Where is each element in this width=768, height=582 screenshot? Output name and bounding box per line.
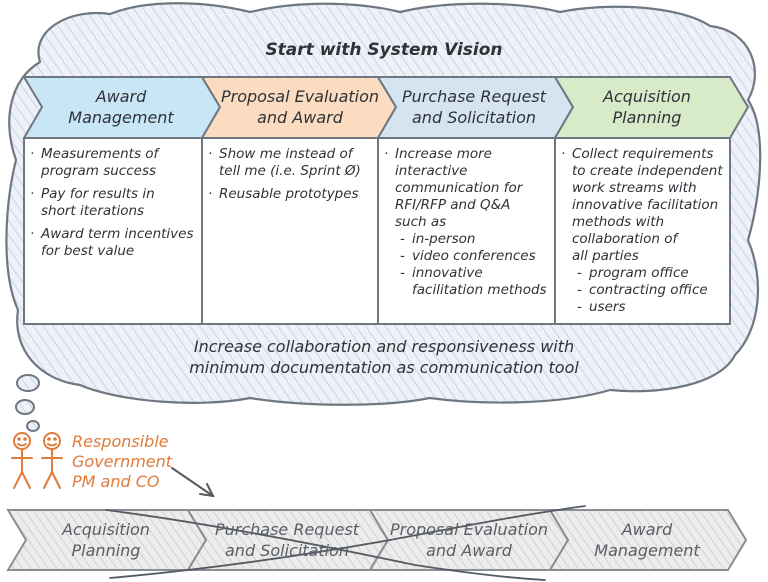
role-label: Responsible Government PM and CO (72, 432, 172, 492)
list-line: communication for (395, 180, 523, 196)
thought-bubble-medium (15, 399, 35, 415)
page-title: Start with System Vision (265, 40, 503, 60)
list-item: Pay for results in short iterations (30, 186, 200, 220)
sub-item: program office (561, 265, 729, 282)
chevron-label-proposal: Proposal Evaluation and Award (216, 86, 384, 128)
bottom-label-award: Award Management (562, 519, 732, 561)
thought-bubble-small (26, 420, 40, 432)
list-line: for best value (41, 243, 135, 259)
list-line: tell me (i.e. Sprint Ø) (219, 163, 361, 179)
list-line: short iterations (41, 203, 145, 219)
list-item: Show me instead of tell me (i.e. Sprint … (208, 146, 376, 180)
list-proposal: Show me instead of tell me (i.e. Sprint … (208, 146, 376, 209)
chevron-label-line: Proposal Evaluation (389, 520, 549, 539)
bottom-label-acquisition: Acquisition Planning (22, 519, 190, 561)
sub-item: video conferences (384, 248, 554, 265)
sub-item: innovative (384, 265, 554, 282)
arrow-icon (171, 467, 215, 498)
cloud-summary: Increase collaboration and responsivenes… (100, 336, 668, 378)
list-line: work streams with (572, 180, 697, 196)
list-line: Reusable prototypes (219, 186, 359, 202)
chevron-label-line: Acquisition (603, 87, 691, 106)
list-item: Measurements of program success (30, 146, 200, 180)
list-line: Collect requirements (572, 146, 714, 162)
list-item: Increase more interactive communication … (384, 146, 554, 231)
list-line: program success (41, 163, 157, 179)
list-line: Pay for results in (41, 186, 155, 202)
bottom-label-purchase: Purchase Request and Solicitation (200, 519, 374, 561)
list-line: Increase more (395, 146, 492, 162)
chevron-label-line: Award (621, 520, 673, 539)
sub-item-continued: facilitation methods (412, 282, 547, 298)
chevron-label-line: Award (95, 87, 147, 106)
list-line: Show me instead of (219, 146, 353, 162)
sub-item: contracting office (561, 282, 729, 299)
chevron-label-acquisition: Acquisition Planning (568, 86, 726, 128)
role-label-line: Government (72, 452, 173, 471)
chevron-label-line: Management (68, 108, 174, 127)
chevron-label-line: Purchase Request (401, 87, 547, 106)
list-line: RFI/RFP and Q&A (395, 197, 511, 213)
list-line: collaboration of (572, 231, 678, 247)
cloud-summary-line: minimum documentation as communication t… (189, 358, 579, 377)
list-line: interactive (395, 163, 468, 179)
chevron-bottom-award (548, 509, 748, 571)
chevron-label-line: and Award (426, 541, 512, 560)
list-acquisition: Collect requirements to create independe… (561, 146, 729, 316)
chevron-label-line: and Solicitation (225, 541, 349, 560)
list-line: to create independent (572, 163, 723, 179)
sub-item: in-person (384, 231, 554, 248)
cloud-summary-line: Increase collaboration and responsivenes… (193, 337, 575, 356)
list-item: Award term incentives for best value (30, 226, 200, 260)
chevron-label-line: Management (594, 541, 700, 560)
role-label-line: PM and CO (72, 472, 160, 491)
chevron-label-line: Planning (612, 108, 682, 127)
list-purchase: Increase more interactive communication … (384, 146, 554, 299)
chevron-label-line: Proposal Evaluation (220, 87, 380, 106)
list-line: Award term incentives (41, 226, 194, 242)
list-line: Measurements of (41, 146, 159, 162)
chevron-label-line: Planning (71, 541, 141, 560)
list-line: innovative facilitation (572, 197, 719, 213)
chevron-label-award: Award Management (36, 86, 206, 128)
sub-item: users (561, 299, 729, 316)
list-line: all parties (572, 248, 639, 264)
list-item: Reusable prototypes (208, 186, 376, 203)
stick-figure-co-icon (41, 432, 63, 489)
list-item: Collect requirements to create independe… (561, 146, 729, 265)
list-award: Measurements of program success Pay for … (30, 146, 200, 266)
role-label-line: Responsible (72, 432, 169, 451)
cross-out-lines (105, 505, 586, 581)
chevron-label-purchase: Purchase Request and Solicitation (390, 86, 558, 128)
stick-figure-pm-icon (11, 432, 33, 489)
chevron-label-line: and Solicitation (412, 108, 536, 127)
chevron-label-line: and Award (257, 108, 343, 127)
thought-bubble-large (16, 374, 40, 392)
chevron-label-line: Acquisition (62, 520, 150, 539)
bottom-label-proposal: Proposal Evaluation and Award (382, 519, 556, 561)
list-line: such as (395, 214, 447, 230)
list-line: methods with (572, 214, 665, 230)
chevron-label-line: Purchase Request (214, 520, 360, 539)
